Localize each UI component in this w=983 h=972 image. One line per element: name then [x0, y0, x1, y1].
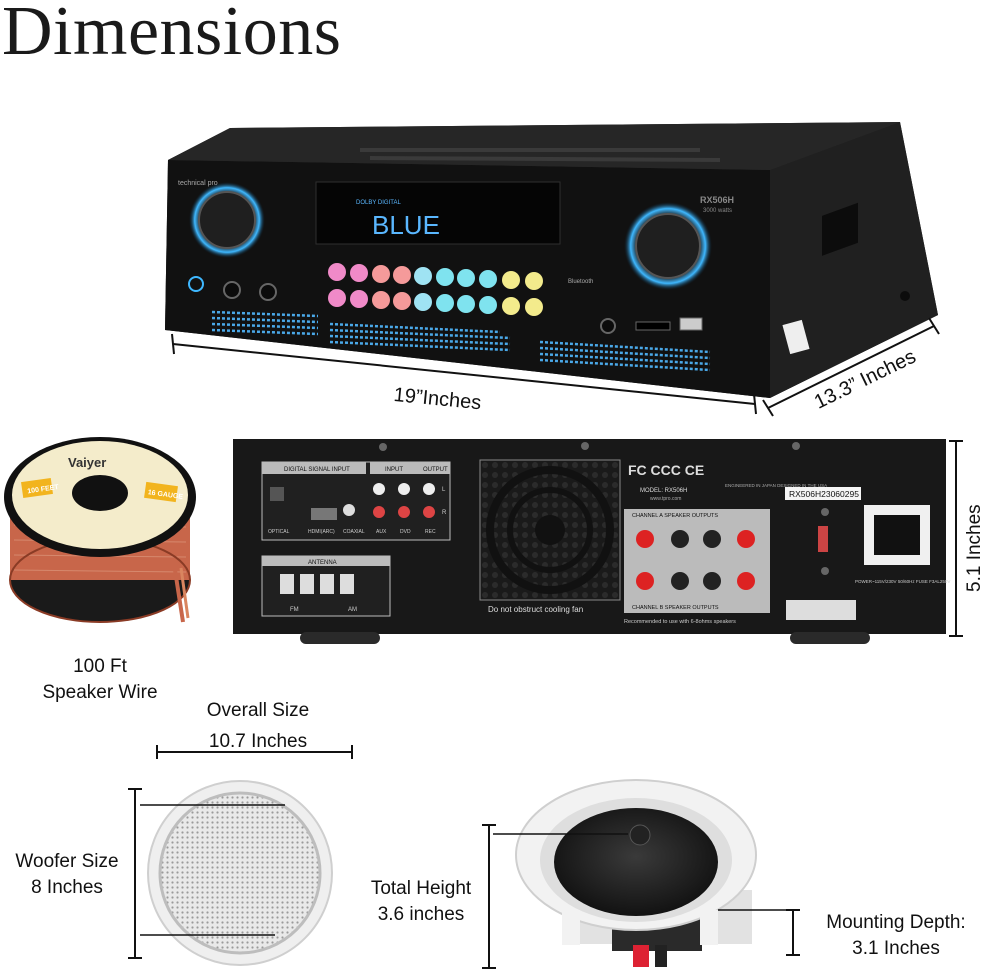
mic2-jack — [259, 283, 277, 301]
display-small: DOLBY DIGITAL — [356, 200, 401, 206]
total-height-label: Total Height 3.6 inches — [358, 876, 484, 927]
wire-badge-feet: 100 FEET — [27, 484, 60, 495]
fan-warning: Do not obstruct cooling fan — [488, 605, 583, 614]
power-icon — [188, 276, 204, 292]
wire-brand: Vaiyer — [68, 455, 106, 470]
model-front: RX506H — [700, 195, 734, 205]
speaker-wire-spool: Vaiyer 100 FEET 16 GAUGE — [4, 437, 196, 623]
ceiling-speaker-front — [147, 780, 333, 966]
channel-a: CHANNEL A SPEAKER OUTPUTS — [632, 513, 718, 519]
bluetooth-text: Bluetooth — [568, 279, 593, 285]
digital-input-title: DIGITAL SIGNAL INPUT — [284, 467, 350, 473]
watts-text: 3000 watts — [703, 208, 732, 214]
woofer-size-label: Woofer Size 8 Inches — [4, 849, 130, 900]
wire-caption-line2: Speaker Wire — [42, 681, 158, 703]
total-height-line — [482, 824, 628, 969]
overall-size-line — [156, 745, 353, 759]
port-l: L — [442, 487, 446, 493]
wire-caption: 100 Ft Speaker Wire — [20, 654, 180, 705]
channel-b: CHANNEL B SPEAKER OUTPUTS — [632, 605, 719, 611]
port-coaxial: COAXIAL — [343, 529, 365, 535]
port-aux: AUX — [376, 529, 387, 535]
port-r: R — [442, 510, 447, 516]
port-rec: REC — [425, 529, 436, 535]
port-hdmi: HDMI(ARC) — [308, 529, 335, 535]
front-buttons — [328, 263, 543, 316]
mounting-depth-label: Mounting Depth: 3.1 Inches — [812, 910, 980, 961]
port-optical: OPTICAL — [268, 529, 290, 535]
woofer-line2: 8 Inches — [31, 876, 103, 898]
mounting-depth-line1: Mounting Depth: — [826, 912, 966, 933]
recommend-text: Recommended to use with 6-8ohms speakers — [624, 619, 736, 625]
mounting-depth-line2: 3.1 Inches — [852, 937, 940, 959]
height-label: 5.1 Inches — [964, 504, 983, 592]
overall-size-value: 10.7 Inches — [208, 731, 308, 752]
model-rear: MODEL: RX506H — [640, 488, 687, 494]
speaker-outputs — [624, 509, 770, 613]
page-title: Dimensions — [2, 0, 342, 70]
input-title: INPUT — [385, 467, 403, 473]
wire-badge-gauge: 16 GAUGE — [147, 489, 183, 501]
wire-caption-line1: 100 Ft — [73, 656, 127, 677]
total-height-line2: 3.6 inches — [377, 903, 465, 925]
antenna-title: ANTENNA — [308, 560, 337, 566]
mic1-jack — [223, 281, 241, 299]
receiver-rear-panel: DIGITAL SIGNAL INPUT INPUT OUTPUT OPTICA… — [233, 439, 950, 644]
power-spec: POWER~115V/230V 50/60Hz FUSE F3AL250V — [855, 579, 950, 584]
brand-text: technical pro — [178, 180, 218, 187]
total-height-line1: Total Height — [370, 878, 472, 899]
woofer-size-line — [128, 788, 285, 959]
site-rear: www.tpro.com — [650, 496, 681, 502]
antenna-fm: FM — [290, 607, 299, 613]
ceiling-speaker-angled — [515, 779, 757, 967]
overall-size-label: Overall Size — [206, 700, 310, 721]
display-text: BLUE — [372, 210, 440, 240]
woofer-line1: Woofer Size — [15, 851, 119, 872]
mounting-depth-line — [718, 909, 800, 956]
depth-dimension-line — [762, 317, 940, 417]
port-dvd: DVD — [400, 529, 411, 535]
height-dimension-line — [949, 440, 963, 637]
receiver-front: BLUE DOLBY DIGITAL technical pro RX506H … — [165, 122, 938, 398]
serial-number: RX506H23060295 — [789, 489, 859, 499]
antenna-am: AM — [348, 607, 357, 613]
output-title: OUTPUT — [423, 467, 448, 473]
compliance-marks: FC CCC CE — [628, 462, 704, 478]
engineered-text: ENGINEERED IN JAPAN DESIGNED IN THE USA — [725, 483, 827, 488]
width-dimension-line — [171, 333, 757, 415]
